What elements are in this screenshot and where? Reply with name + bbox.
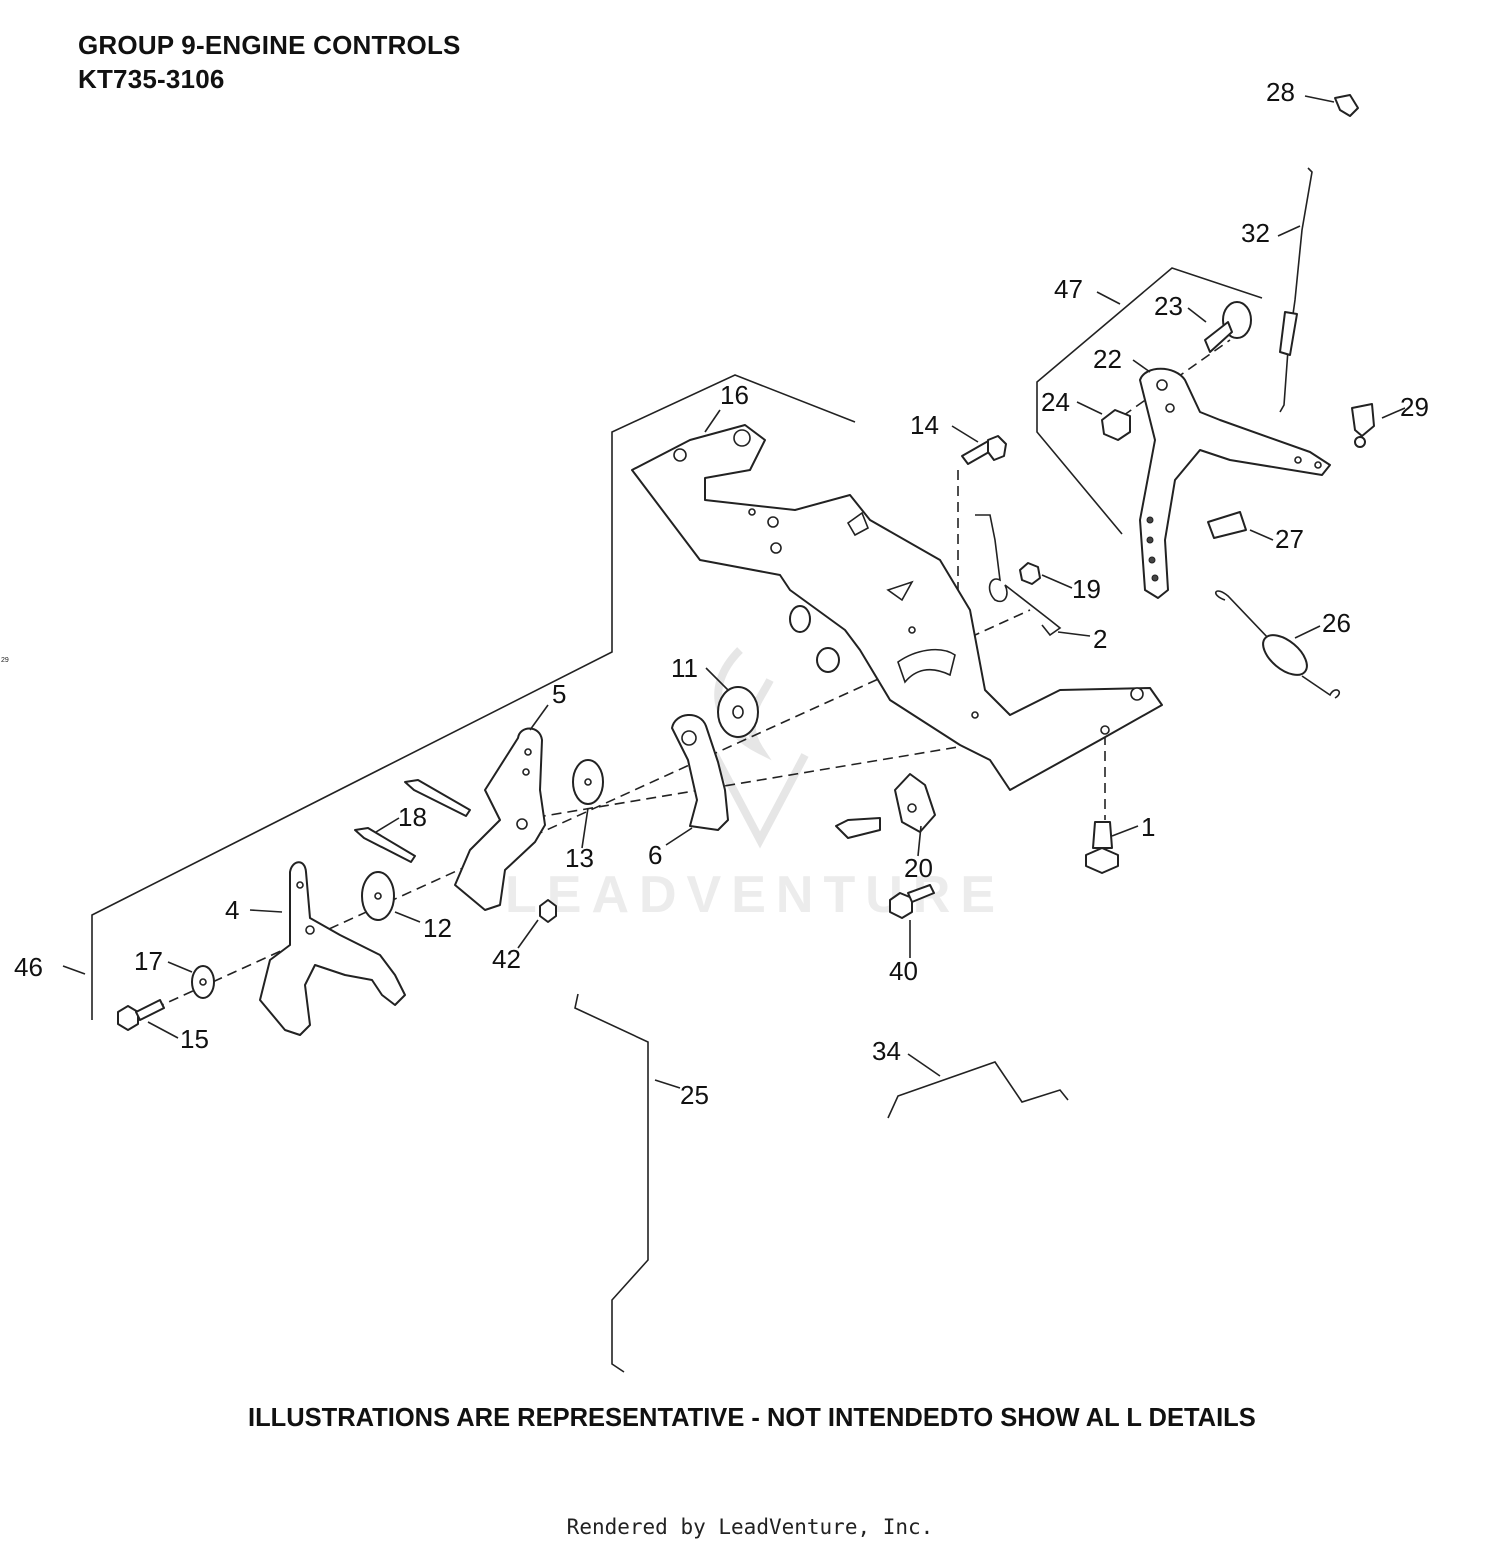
callout-6: 6 <box>648 840 662 870</box>
washer-13 <box>572 759 604 805</box>
nut-24 <box>1101 409 1131 441</box>
callout-12: 12 <box>423 913 452 943</box>
callout-28: 28 <box>1266 77 1295 107</box>
spring-rod-32 <box>1279 167 1313 413</box>
spring-2 <box>975 514 1062 637</box>
callout-2: 2 <box>1093 624 1107 654</box>
bolts-18 <box>354 779 471 863</box>
callout-25: 25 <box>680 1080 709 1110</box>
callout-19: 19 <box>1072 574 1101 604</box>
callout-15: 15 <box>180 1024 209 1054</box>
callout-17: 17 <box>134 946 163 976</box>
rod-25 <box>574 993 649 1373</box>
callout-18: 18 <box>398 802 427 832</box>
callout-32: 32 <box>1241 218 1270 248</box>
leader-lines <box>62 95 1406 1089</box>
bolt-14 <box>961 435 1007 465</box>
washer-17 <box>191 965 215 999</box>
callout-46: 46 <box>14 952 43 982</box>
callout-40: 40 <box>889 956 918 986</box>
callout-29: 29 <box>1400 392 1429 422</box>
callout-23: 23 <box>1154 291 1183 321</box>
bracket-group-47 <box>1036 267 1263 535</box>
callout-42: 42 <box>492 944 521 974</box>
throttle-bracket-5 <box>454 727 546 911</box>
callout-26: 26 <box>1322 608 1351 638</box>
diagram-title: GROUP 9-ENGINE CONTROLS <box>78 30 461 60</box>
callout-47: 47 <box>1054 274 1083 304</box>
callout-11: 11 <box>671 653 698 683</box>
callout-16: 16 <box>720 380 749 410</box>
callout-14: 14 <box>910 410 939 440</box>
stray-label: 29 <box>1 657 9 664</box>
callout-34: 34 <box>872 1036 901 1066</box>
callout-1: 1 <box>1141 812 1155 842</box>
callout-5: 5 <box>552 679 566 709</box>
disclaimer-text: ILLUSTRATIONS ARE REPRESENTATIVE - NOT I… <box>248 1404 1256 1432</box>
model-number: KT735-3106 <box>78 64 225 94</box>
callout-13: 13 <box>565 843 594 873</box>
washer-11 <box>717 686 759 738</box>
speed-bracket-4 <box>259 861 406 1036</box>
footer-credit: Rendered by LeadVenture, Inc. <box>566 1515 934 1539</box>
callout-20: 20 <box>904 853 933 883</box>
clip-20 <box>835 773 936 839</box>
bolt-40 <box>889 884 935 919</box>
knob-23 <box>1204 301 1252 353</box>
callout-24: 24 <box>1041 387 1070 417</box>
clip-29 <box>1351 403 1375 448</box>
lever-6 <box>671 714 729 831</box>
fastener-28 <box>1334 94 1359 117</box>
washer-12 <box>361 871 395 921</box>
callout-labels: 1 2 4 5 6 11 12 13 14 15 16 17 18 19 20 … <box>14 77 1429 1110</box>
control-lever-22 <box>1139 367 1331 599</box>
callout-4: 4 <box>225 895 239 925</box>
bracket-group-46 <box>91 374 856 1020</box>
spring-26 <box>1215 590 1340 699</box>
bolt-1 <box>1085 821 1119 874</box>
bolt-15 <box>117 999 165 1031</box>
callout-22: 22 <box>1093 344 1122 374</box>
nut-42 <box>539 899 557 923</box>
callout-27: 27 <box>1275 524 1304 554</box>
nut-19 <box>1019 562 1041 585</box>
rod-34 <box>887 1061 1069 1119</box>
control-plate-16 <box>631 424 1163 791</box>
spring-27 <box>1207 511 1247 539</box>
